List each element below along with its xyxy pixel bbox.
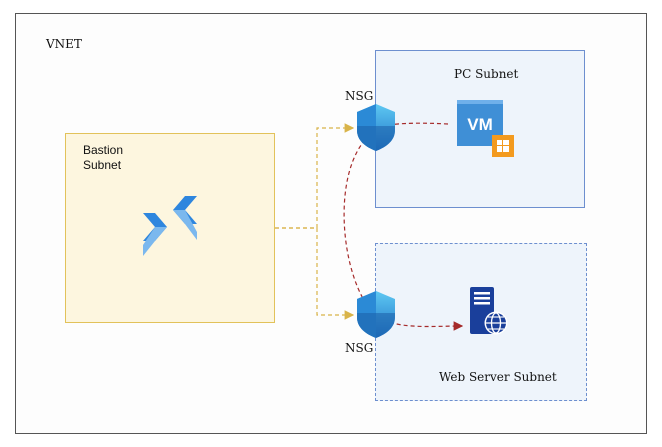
bastion-to-nsg-connectors <box>275 123 355 320</box>
web-server-icon[interactable] <box>470 287 508 335</box>
vm-traffic-connectors <box>343 122 464 331</box>
windows-vm-icon[interactable]: VM <box>457 100 514 157</box>
bastion-subnet-box[interactable] <box>65 133 275 323</box>
nsg-bottom-label: NSG <box>345 341 374 355</box>
bastion-to-nsg-top-arrow <box>275 123 355 229</box>
bastion-subnet-label-line2: Subnet <box>83 158 122 172</box>
nsg-top-shield-icon[interactable] <box>357 104 395 151</box>
bastion-icon[interactable] <box>143 196 197 256</box>
nsg-bottom-shield-icon[interactable] <box>357 291 395 338</box>
bastion-subnet-label-line1: Bastion <box>83 143 124 157</box>
vm-text: VM <box>467 115 493 134</box>
nsg-top-label: NSG <box>345 89 374 103</box>
pc-subnet-label: PC Subnet <box>454 67 519 81</box>
vnet-label: VNET <box>46 37 82 51</box>
web-server-subnet-label: Web Server Subnet <box>439 370 557 384</box>
bastion-to-nsg-bottom-arrow <box>275 227 355 320</box>
